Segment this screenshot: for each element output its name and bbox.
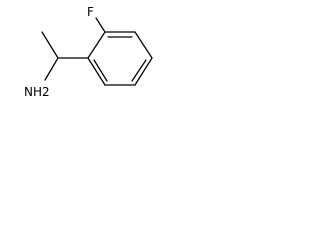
ring-bond-3: [134, 57, 153, 86]
chemical-structure: F NH2: [24, 5, 153, 99]
fluorine-atom-label: F: [87, 5, 94, 19]
ring-bond-2: [134, 31, 153, 59]
bond-chiral-carbon-to-amine: [44, 57, 59, 81]
ring-bond-6: [87, 31, 106, 59]
bond-ring-to-fluorine: [95, 17, 106, 33]
ring-double-bond-left: [93, 59, 108, 82]
amine-group-label: NH2: [24, 85, 50, 99]
ring-double-bond-right: [131, 59, 147, 82]
ring-bond-5: [87, 57, 106, 86]
bond-chiral-carbon-to-methyl: [41, 31, 59, 59]
